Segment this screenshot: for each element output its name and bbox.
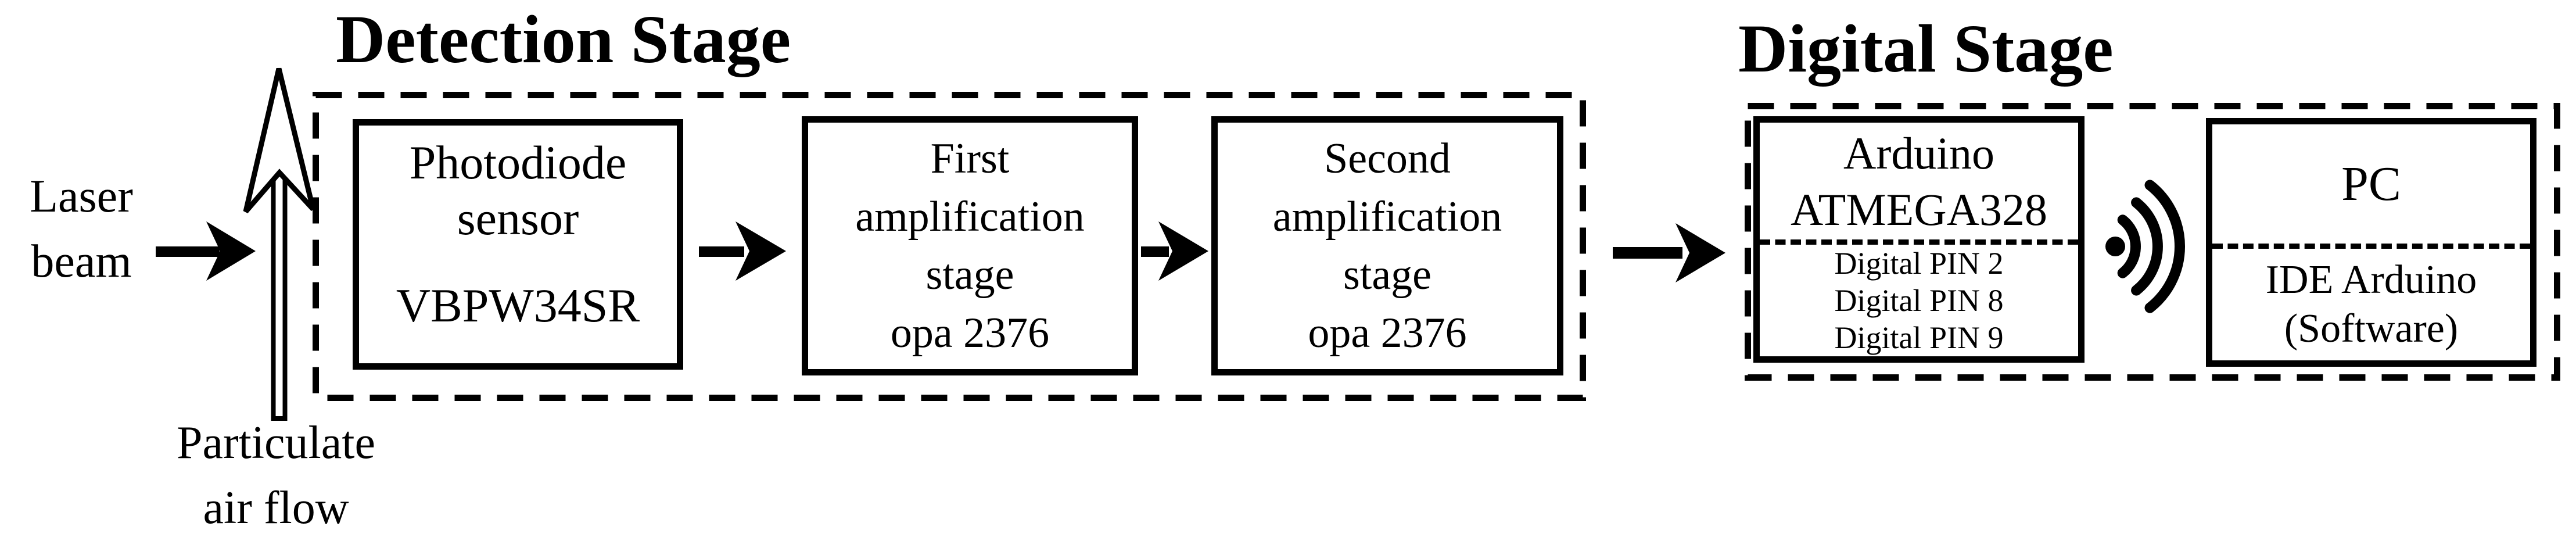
photodiode-sensor-box: Photodiode sensor VBPW34SR xyxy=(353,119,683,370)
second-amplification-box: Second amplification stage opa 2376 xyxy=(1211,116,1563,375)
particulate-air-flow-label: Particulate air flow xyxy=(134,410,418,541)
particulate-label-line2: air flow xyxy=(203,482,349,534)
arduino-box-line1: Arduino xyxy=(1843,127,1994,178)
detection-stage-title: Detection Stage xyxy=(336,1,791,77)
arduino-box-pins-section: Digital PIN 2 Digital PIN 8 Digital PIN … xyxy=(1760,239,2078,356)
airflow-arrow-head xyxy=(243,67,316,213)
arduino-pin-2: Digital PIN 2 xyxy=(1834,246,2004,281)
arrow3-head xyxy=(1676,223,1725,282)
arduino-box-top-section: Arduino ATMEGA328 xyxy=(1760,123,2078,239)
laser-beam-label-line1: Laser xyxy=(30,171,133,222)
digital-stage-title: Digital Stage xyxy=(1738,10,2114,87)
arrow-detection-to-digital right-arrow-icon xyxy=(1613,223,1725,282)
first-amp-line2: amplification xyxy=(855,193,1085,241)
arrow-first-to-second-amp right-arrow-icon xyxy=(1141,221,1208,281)
airflow-arrow-shaft xyxy=(271,172,288,421)
particulate-label-line1: Particulate xyxy=(176,417,376,468)
first-amplification-box: First amplification stage opa 2376 xyxy=(802,116,1138,375)
wireless-arc-2 xyxy=(2131,197,2163,296)
pc-box: PC IDE Arduino (Software) xyxy=(2206,118,2536,367)
photodiode-box-part-number: VBPW34SR xyxy=(396,279,640,332)
laser-beam-arrow right-arrow-icon xyxy=(156,221,256,281)
pc-box-software-section: IDE Arduino (Software) xyxy=(2212,244,2530,360)
arrow2-head xyxy=(1158,221,1208,281)
first-amp-line3: stage xyxy=(925,251,1014,299)
laser-arrow-head xyxy=(206,221,256,281)
laser-beam-label: Laser beam xyxy=(8,164,155,294)
laser-arrow-shaft xyxy=(156,246,220,257)
laser-beam-label-line2: beam xyxy=(31,236,132,287)
pc-box-line1: PC xyxy=(2341,156,2401,211)
arrow1-head xyxy=(736,221,786,281)
first-amp-part-number: opa 2376 xyxy=(890,309,1050,357)
arduino-box-line2: ATMEGA328 xyxy=(1791,184,2047,235)
wireless-signal-icon xyxy=(2105,180,2186,313)
arrow-photodiode-to-first-amp right-arrow-icon xyxy=(699,221,786,281)
photodiode-box-line2: sensor xyxy=(457,192,579,245)
photodiode-box-spacer xyxy=(359,246,677,278)
arduino-box: Arduino ATMEGA328 Digital PIN 2 Digital … xyxy=(1753,116,2085,363)
pc-box-line3: (Software) xyxy=(2284,306,2459,351)
wireless-dot xyxy=(2105,237,2125,256)
airflow-up-arrow up-arrow-icon xyxy=(243,67,316,421)
second-amp-part-number: opa 2376 xyxy=(1308,309,1467,357)
photodiode-box-line1: Photodiode xyxy=(409,136,627,189)
wireless-arc-3 xyxy=(2144,180,2186,313)
second-amp-line2: amplification xyxy=(1272,193,1502,241)
arduino-pin-9: Digital PIN 9 xyxy=(1834,320,2004,355)
pc-box-line2: IDE Arduino xyxy=(2265,257,2477,302)
arrow3-shaft xyxy=(1613,247,1682,259)
second-amp-line3: stage xyxy=(1343,251,1432,299)
second-amp-line1: Second xyxy=(1324,135,1451,183)
pc-box-top-section: PC xyxy=(2212,124,2530,244)
arduino-pin-8: Digital PIN 8 xyxy=(1834,283,2004,318)
arrow2-shaft xyxy=(1141,246,1169,257)
arrow1-shaft xyxy=(699,246,744,257)
wireless-arc-1 xyxy=(2117,214,2141,278)
first-amp-line1: First xyxy=(930,135,1010,183)
